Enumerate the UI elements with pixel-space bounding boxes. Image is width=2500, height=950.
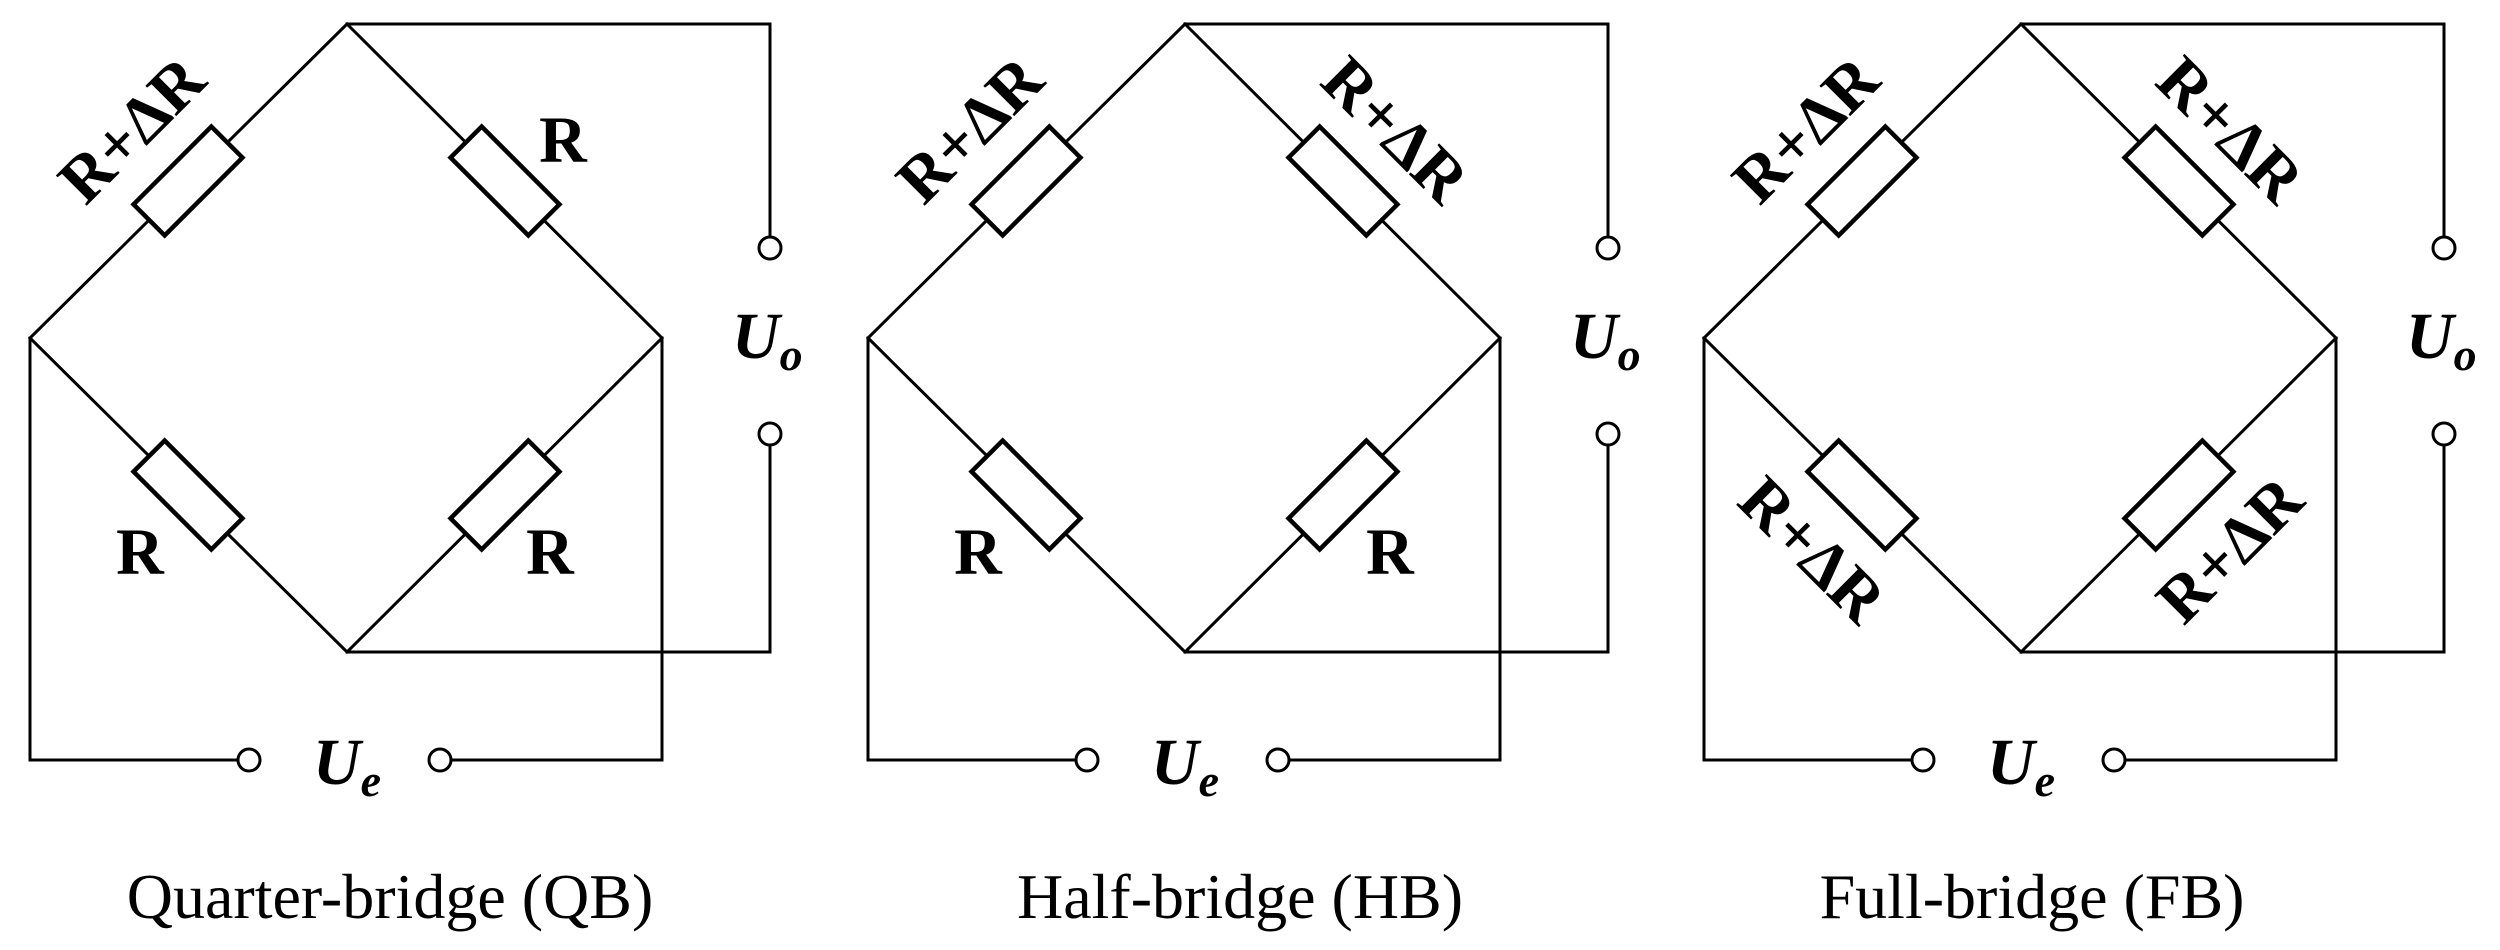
excitation-right-wire xyxy=(1288,336,1502,762)
excitation-terminal-right xyxy=(427,747,453,773)
excitation-right-wire xyxy=(2124,336,2338,762)
full-bridge: R+ΔR R+ΔR R+ΔR R+ΔR Uo Ue Full-bridge (F… xyxy=(1701,21,2477,932)
output-top-wire xyxy=(345,22,772,238)
excitation-right-wire xyxy=(450,336,664,762)
excitation-terminal-left xyxy=(236,747,262,773)
half-bridge: R+ΔR R+ΔR R R Uo Ue Half-bridge (HB) xyxy=(865,21,1641,932)
output-bottom-wire xyxy=(1183,444,1610,654)
output-terminal-bottom xyxy=(757,421,783,447)
excitation-terminal-right xyxy=(1265,747,1291,773)
output-top-wire xyxy=(1183,22,1610,238)
output-voltage-label: Uo xyxy=(1570,300,1641,380)
excitation-voltage-label: Ue xyxy=(1151,726,1219,806)
resistor-label-upper-right: R xyxy=(539,104,588,177)
resistor-label-lower-right: R xyxy=(1366,516,1415,589)
bridge-caption: Quarter-bridge (QB) xyxy=(127,861,654,932)
resistor-label-lower-left: R xyxy=(116,516,165,589)
excitation-left-wire xyxy=(866,336,1077,762)
bridge-caption: Half-bridge (HB) xyxy=(1017,861,1463,932)
output-terminal-top xyxy=(2431,235,2457,261)
resistor-upper-left xyxy=(1804,123,1920,239)
resistor-lower-left xyxy=(130,437,246,553)
resistor-upper-right xyxy=(2121,123,2237,239)
resistor-upper-left xyxy=(130,123,246,239)
resistor-lower-left xyxy=(1804,437,1920,553)
excitation-terminal-left xyxy=(1910,747,1936,773)
excitation-terminal-left xyxy=(1074,747,1100,773)
output-terminal-top xyxy=(1595,235,1621,261)
resistor-upper-right xyxy=(447,123,563,239)
output-terminal-bottom xyxy=(2431,421,2457,447)
output-voltage-label: Uo xyxy=(2406,300,2477,380)
excitation-voltage-label: Ue xyxy=(1987,726,2055,806)
output-bottom-wire xyxy=(2019,444,2446,654)
bridge-caption: Full-bridge (FB) xyxy=(1820,861,2245,932)
output-top-wire xyxy=(2019,22,2446,238)
excitation-terminal-right xyxy=(2101,747,2127,773)
resistor-upper-left xyxy=(968,123,1084,239)
excitation-left-wire xyxy=(28,336,239,762)
resistor-lower-right xyxy=(2121,437,2237,553)
output-terminal-top xyxy=(757,235,783,261)
resistor-lower-right xyxy=(447,437,563,553)
resistor-label-lower-right: R xyxy=(526,516,575,589)
output-voltage-label: Uo xyxy=(732,300,803,380)
excitation-left-wire xyxy=(1702,336,1913,762)
resistor-upper-right xyxy=(1285,123,1401,239)
resistor-lower-right xyxy=(1285,437,1401,553)
resistor-lower-left xyxy=(968,437,1084,553)
output-bottom-wire xyxy=(345,444,772,654)
quarter-bridge: R+ΔR R R R Uo Ue Quarter-bridge (QB) xyxy=(27,21,803,932)
resistor-label-lower-left: R xyxy=(954,516,1003,589)
excitation-voltage-label: Ue xyxy=(313,726,381,806)
output-terminal-bottom xyxy=(1595,421,1621,447)
